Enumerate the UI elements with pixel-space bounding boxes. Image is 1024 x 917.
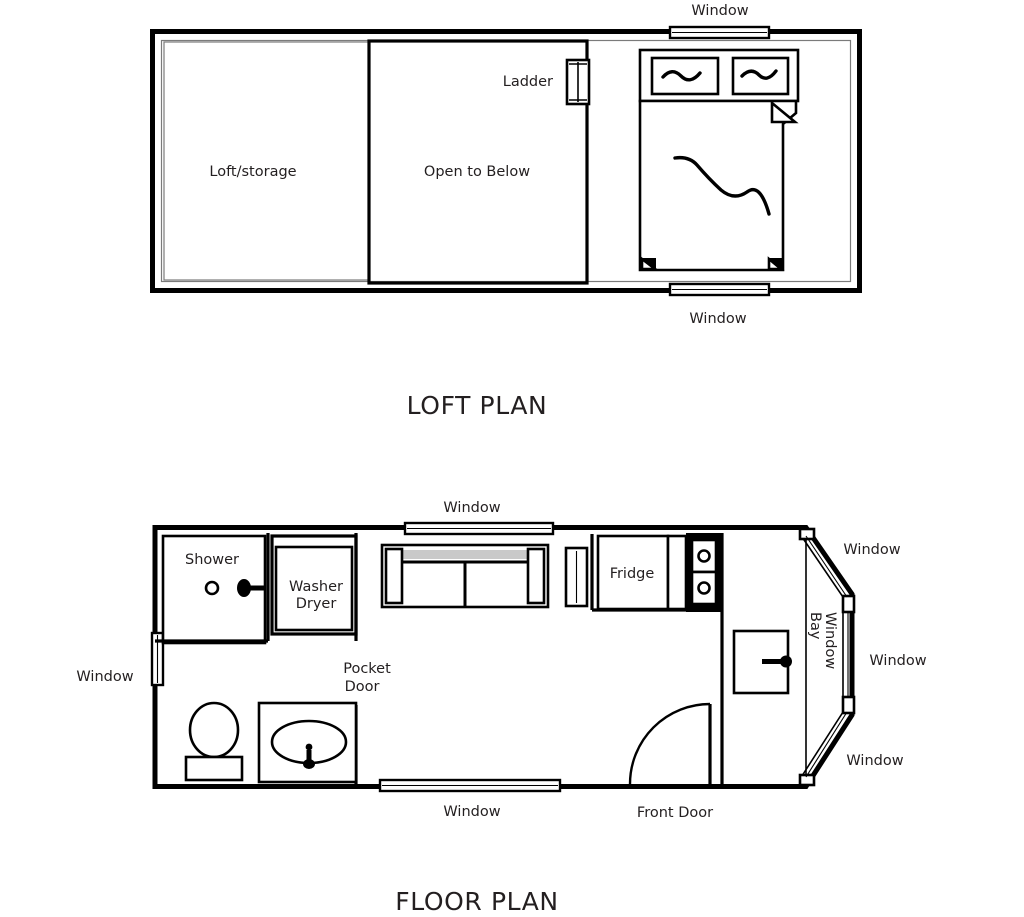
interior-partition-window	[564, 534, 594, 610]
kitchen-walls	[592, 533, 724, 786]
floor-window-label-left: Window	[76, 669, 133, 685]
bay-window-label: Bay Window	[807, 612, 838, 669]
floor-window-bottom	[378, 778, 562, 793]
washer-dryer-label-line1: Washer	[289, 579, 343, 595]
washer-dryer-unit	[270, 534, 358, 636]
floor-plan-title: FLOOR PLAN	[395, 887, 558, 916]
floor-window-label-top: Window	[443, 500, 500, 516]
open-to-below-opening	[367, 39, 589, 285]
bay-window-mullions	[798, 527, 856, 787]
floor-window-label-bay-lower: Window	[846, 753, 903, 769]
shower-enclosure	[161, 534, 267, 645]
ladder-icon	[565, 58, 591, 106]
floor-window-label-bay-upper: Window	[843, 542, 900, 558]
ladder-label: Ladder	[503, 74, 553, 90]
bay-window-label-line2: Window	[822, 612, 838, 669]
bed-furniture	[638, 48, 800, 272]
front-door-label: Front Door	[637, 805, 713, 821]
floor-outer-walls	[152, 525, 855, 789]
washer-dryer-label-line2: Dryer	[296, 596, 337, 612]
floor-window-top	[403, 521, 555, 536]
pantry-door	[732, 629, 792, 695]
loft-storage-partition	[163, 41, 370, 281]
toilet-fixture	[184, 701, 244, 782]
loft-window-label-top: Window	[691, 3, 748, 19]
floor-window-left	[150, 631, 165, 687]
sink-vanity	[257, 701, 358, 784]
loft-window-top	[668, 25, 771, 40]
loft-room-label-open-to-below: Open to Below	[424, 164, 530, 180]
sofa-furniture	[380, 543, 550, 609]
front-door	[628, 702, 711, 786]
loft-window-bottom	[668, 282, 771, 297]
floor-window-label-bottom: Window	[443, 804, 500, 820]
bay-window-label-line1: Bay	[807, 612, 823, 640]
fridge-label: Fridge	[610, 566, 655, 582]
floor-window-label-bay-right: Window	[869, 653, 926, 669]
loft-room-label-storage: Loft/storage	[209, 164, 296, 180]
loft-window-label-bottom: Window	[689, 311, 746, 327]
kitchen-counter	[666, 533, 722, 612]
pocket-door-label-line1: Pocket	[343, 661, 391, 677]
shower-label: Shower	[185, 552, 239, 568]
loft-plan-title: LOFT PLAN	[407, 391, 548, 420]
pocket-door-label-line2: Door	[345, 679, 380, 695]
